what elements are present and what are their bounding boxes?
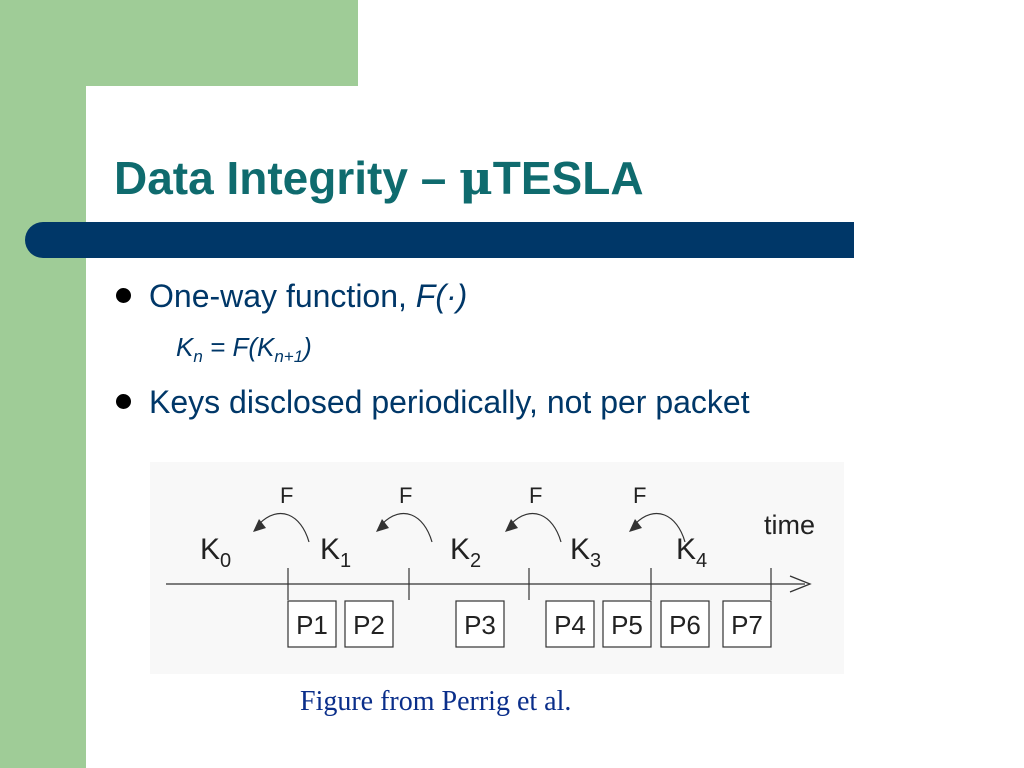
bullet-italic-text: F(·) (415, 278, 468, 314)
packet-label-0: P1 (296, 610, 328, 640)
bullet-text: Keys disclosed periodically, not per pac… (149, 384, 750, 420)
packet-label-3: P4 (554, 610, 586, 640)
green-top-band (0, 0, 358, 86)
eq-k2-sub: n+1 (274, 347, 304, 367)
figure-caption: Figure from Perrig et al. (300, 686, 572, 717)
f-arrow-1 (381, 513, 433, 543)
eq-k-sub: n (193, 347, 203, 367)
title-suffix: TESLA (492, 152, 644, 204)
key-label-3: K3 (570, 533, 601, 572)
f-arrowhead-3 (629, 519, 642, 532)
packet-label-4: P5 (611, 610, 643, 640)
f-arrow-2 (510, 513, 562, 543)
key-chain-equation: Kn = F(Kn+1) (176, 331, 312, 373)
key-label-0: K0 (200, 533, 231, 572)
packet-label-6: P7 (731, 610, 763, 640)
title-text: Data Integrity – (114, 152, 460, 204)
packet-box-3 (545, 600, 595, 648)
packet-box-2 (455, 600, 505, 648)
f-label-0: F (280, 483, 293, 508)
packet-label-1: P2 (353, 610, 385, 640)
eq-close: ) (303, 332, 312, 362)
bullet-item-one-way-function: One-way function, F(·) (116, 277, 467, 315)
packet-label-5: P6 (669, 610, 701, 640)
eq-mid: = F(K (202, 332, 275, 362)
key-subscript-1: 1 (340, 550, 351, 572)
content-corner (86, 86, 206, 206)
key-label-1: K1 (320, 533, 351, 572)
time-axis-arrowhead (789, 575, 812, 593)
key-label-2: K2 (450, 533, 481, 572)
key-label-4: K4 (676, 533, 707, 572)
packet-box-4 (602, 600, 652, 648)
key-subscript-2: 2 (470, 550, 481, 572)
slide-title: Data Integrity – μTESLA (114, 150, 644, 206)
packet-box-0 (287, 600, 337, 648)
f-arrow-3 (634, 513, 686, 543)
key-subscript-0: 0 (220, 550, 231, 572)
eq-k: K (176, 332, 194, 362)
packet-box-1 (344, 600, 394, 648)
f-label-3: F (633, 483, 646, 508)
bullet-dot-icon (116, 288, 131, 304)
packet-label-2: P3 (464, 610, 496, 640)
bullet-dot-icon (116, 394, 131, 410)
f-arrowhead-0 (253, 519, 266, 532)
time-label: time (764, 510, 815, 540)
f-arrowhead-1 (376, 519, 389, 532)
key-subscript-4: 4 (696, 550, 707, 572)
title-underline-bar (25, 222, 854, 258)
packet-box-5 (660, 600, 710, 648)
f-label-1: F (399, 483, 412, 508)
green-left-band (0, 0, 86, 768)
title-mu: μ (459, 151, 493, 205)
f-arrowhead-2 (505, 519, 518, 532)
packet-box-6 (722, 600, 772, 648)
bullet-text: One-way function, (149, 278, 416, 314)
bullet-item-keys-disclosed: Keys disclosed periodically, not per pac… (116, 383, 750, 421)
key-subscript-3: 3 (590, 550, 601, 572)
f-arrow-0 (258, 513, 310, 543)
f-label-2: F (529, 483, 542, 508)
